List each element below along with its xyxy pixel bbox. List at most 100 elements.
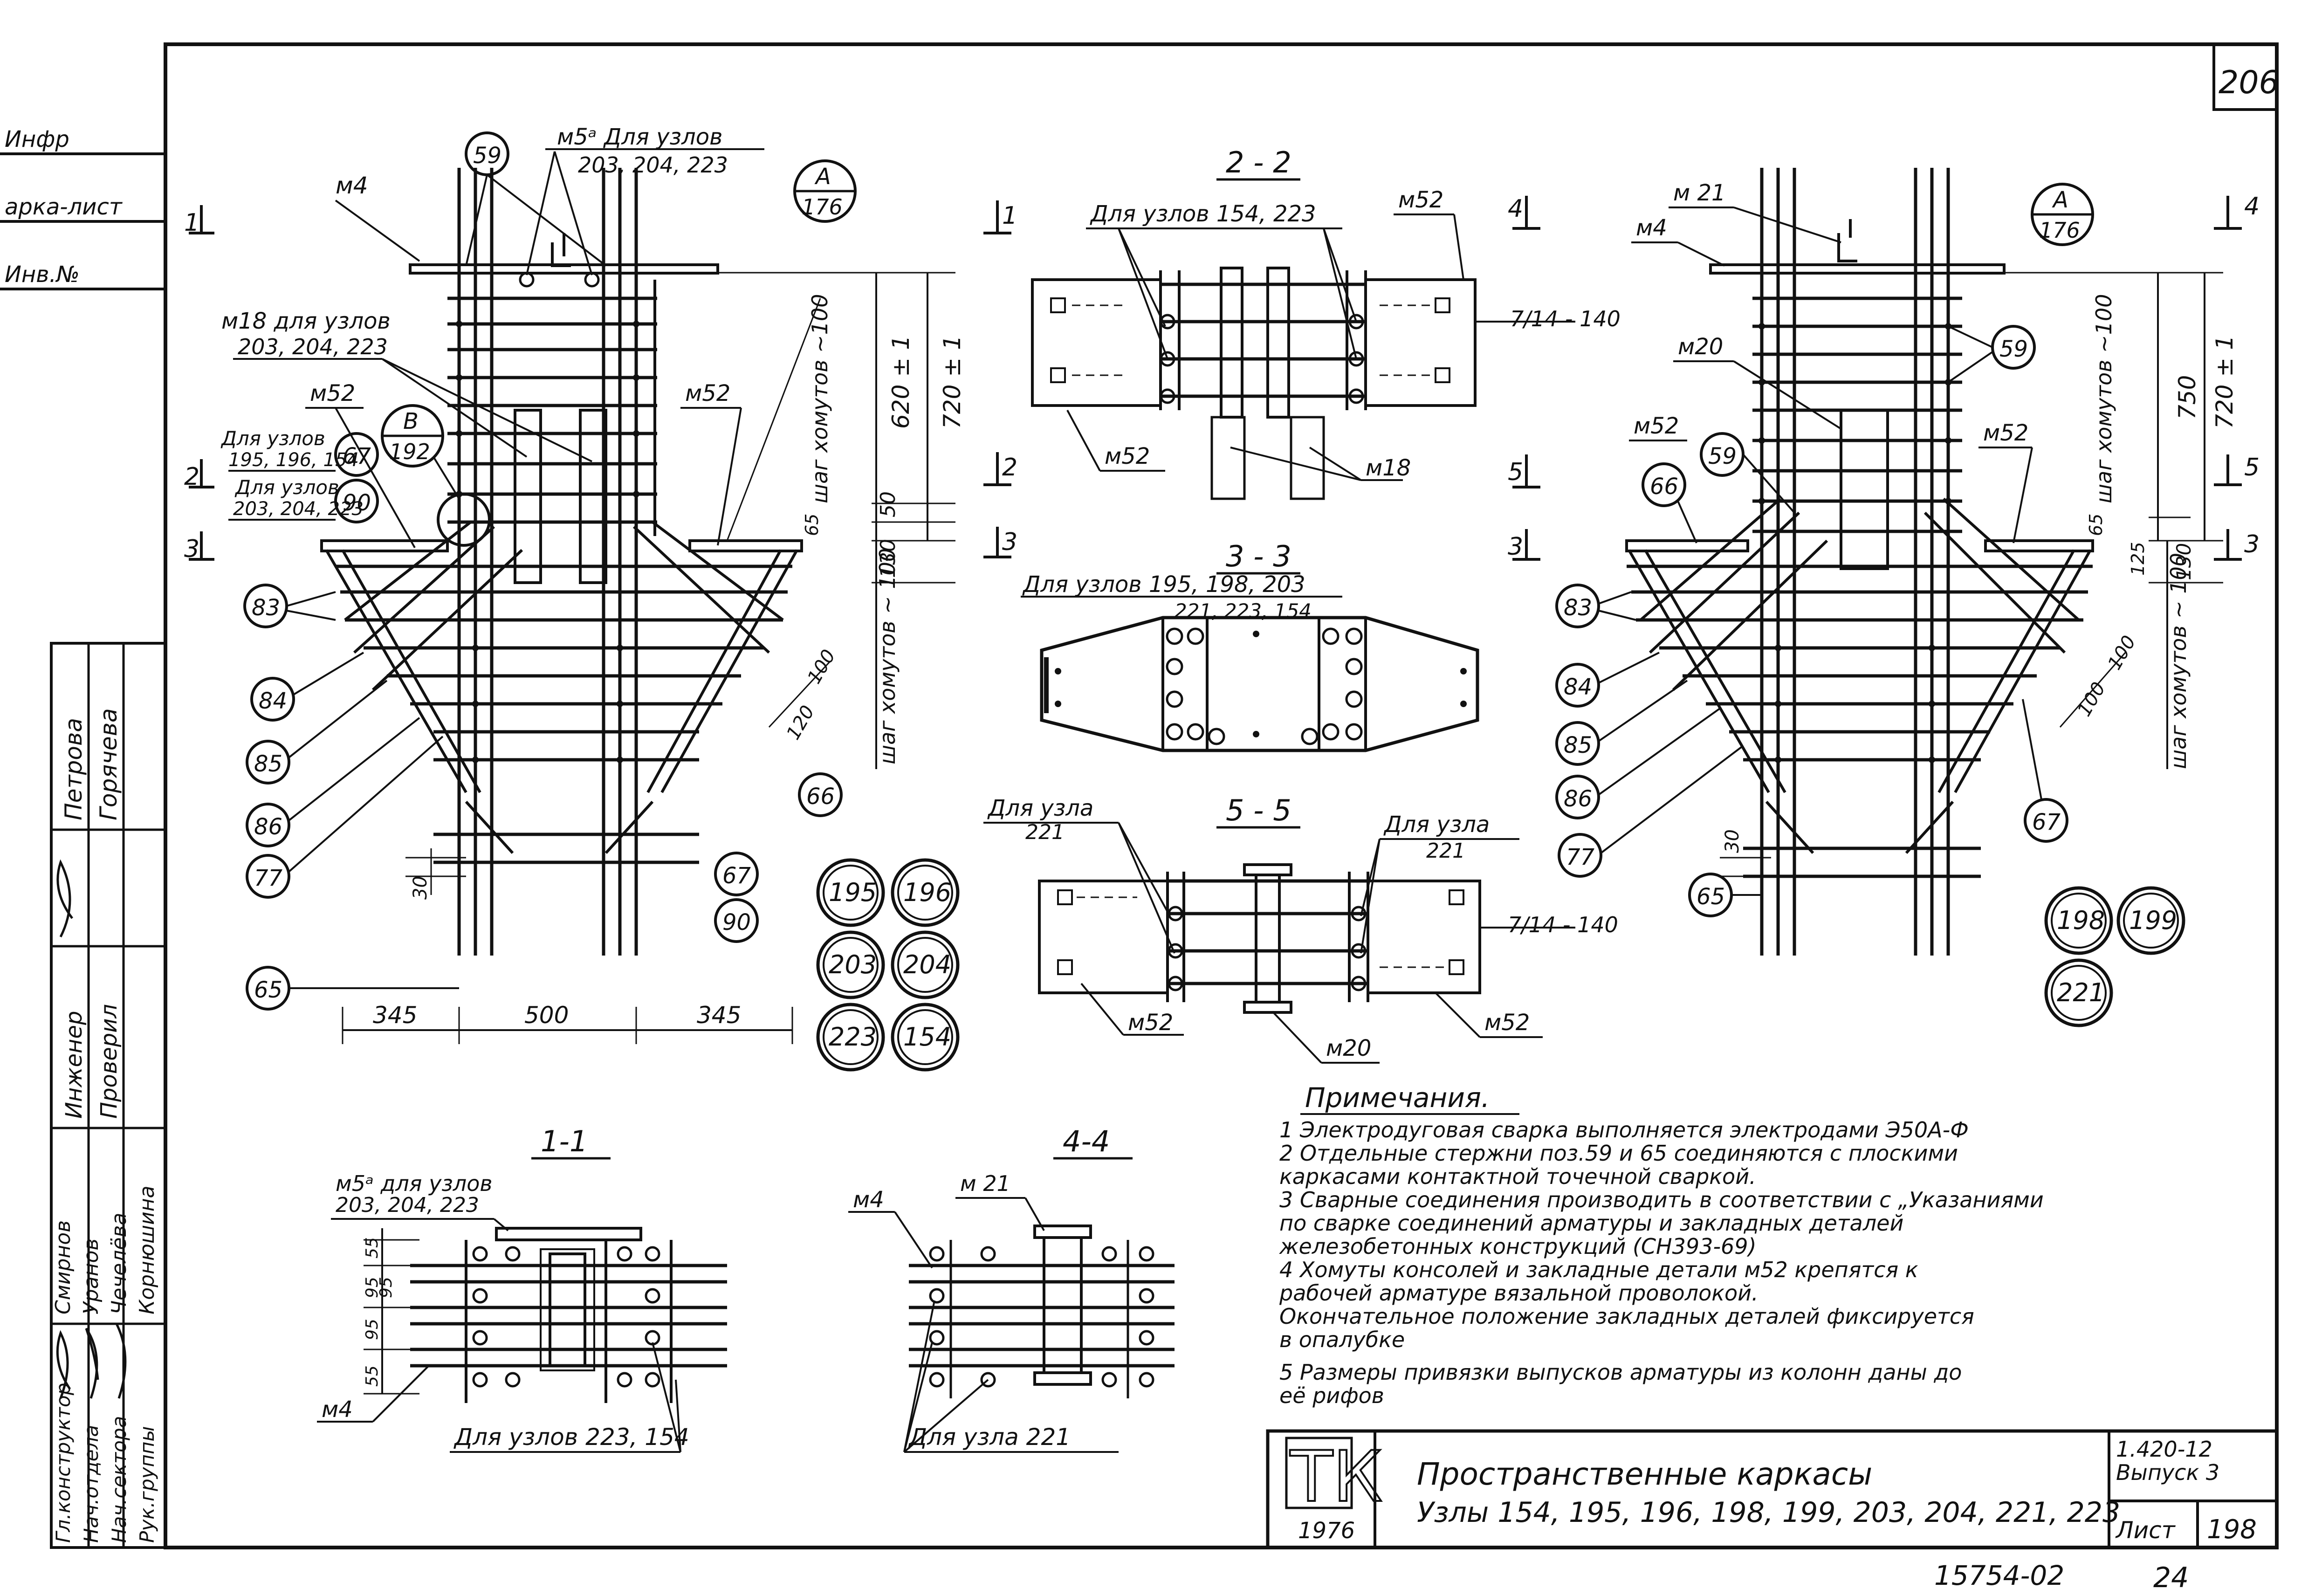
title-year: 1976 — [1298, 1518, 1355, 1544]
sec-5-5-m52-left: м52 — [1128, 1010, 1173, 1036]
left-dims: 620 ± 1 720 ± 1 50 65 130 шаг хомутов ~1… — [342, 272, 966, 1044]
label-m52-left: м52 — [310, 380, 355, 406]
ref-b-bottom: 192 — [389, 439, 430, 464]
node-198: 198 — [2057, 906, 2105, 935]
right-dim-100a: 100 — [2074, 679, 2110, 720]
left-ref-b: В 192 — [381, 404, 460, 500]
left-weld-dots — [456, 321, 639, 763]
sec-5-5-left-node: 221 — [1025, 820, 1065, 844]
label-m18-nodes: 203, 204, 223 — [238, 334, 388, 359]
bottom-number: 24 — [2153, 1562, 2189, 1594]
right-callout-85: 85 — [1564, 732, 1592, 758]
title-block: ТК 1976 Пространственные каркасы Узлы 15… — [1266, 1429, 2279, 1549]
stirrups-bottom: шаг хомутов ~ 100 — [875, 548, 900, 764]
callout-85: 85 — [254, 751, 282, 777]
sec-3-3-title: 3 - 3 — [1226, 539, 1291, 573]
callout-67: 67 — [343, 443, 371, 469]
section-4-4: 4-4 м 21 м4 Для узла 221 — [848, 1124, 1175, 1453]
title-line-2: Узлы 154, 195, 196, 198, 199, 203, 204, … — [1417, 1496, 2120, 1529]
label-nodes-b: 203, 204, 223 — [233, 498, 364, 520]
sec-mark-2-right: 2 — [1002, 454, 1017, 482]
role-bottom-2: Нач.отдела — [80, 1425, 103, 1543]
sec-5-5-m52-right: м52 — [1484, 1010, 1530, 1036]
right-label-m52b: м52 — [1983, 420, 2028, 446]
sec-mark-3-left: 3 — [184, 535, 199, 563]
left-callouts: 59 67 90 83 84 85 86 77 65 66 67 90 — [243, 131, 843, 1011]
callout-59: 59 — [473, 143, 501, 169]
dim-120: 120 — [783, 702, 819, 743]
name-bottom-4: Корнюшина — [135, 1186, 159, 1314]
note-line-7: 4 Хомуты консолей и закладные детали м52… — [1279, 1257, 1918, 1282]
right-dim-30: 30 — [1722, 829, 1743, 853]
right-sec-5-right: 5 — [2244, 454, 2260, 482]
dim-65: 65 — [802, 514, 822, 536]
label-m18: м18 для узлов — [221, 308, 391, 334]
right-callout-84: 84 — [1564, 674, 1592, 700]
signature-3 — [115, 1323, 127, 1399]
dim-bottom-2: 500 — [524, 1002, 569, 1029]
right-label-m20: м20 — [1678, 334, 1723, 360]
left-strip: Инфр арка-лист Инв.№ Петрова Горячева Ин… — [0, 126, 167, 1549]
note-line-11: 5 Размеры привязки выпусков арматуры из … — [1279, 1360, 1962, 1385]
strip-line-1: Инфр — [5, 126, 69, 152]
section-2-2: 2 - 2 Для узлов 154, 223 м52 — [1031, 145, 1621, 500]
right-label-m52a: м52 — [1634, 413, 1679, 439]
sec-1-1-dim-1: 55 — [363, 1237, 382, 1259]
sec-3-3-plate — [1040, 616, 1479, 752]
stirrups-top: шаг хомутов ~100 — [807, 294, 832, 503]
sec-1-1-dim-2: 95 — [363, 1277, 382, 1298]
sec-5-5-left-label: Для узла — [987, 795, 1093, 821]
node-221: 221 — [2057, 978, 2105, 1007]
node-204: 204 — [903, 950, 951, 979]
ref-b-top: В — [403, 408, 419, 434]
strip-line-2: арка-лист — [5, 194, 123, 220]
note-line-1: 1 Электродуговая сварка выполняется элек… — [1279, 1117, 1969, 1142]
notes-block: Примечания. 1 Электродуговая сварка выпо… — [1279, 1082, 2044, 1408]
right-callout-59a: 59 — [1999, 336, 2028, 362]
left-view: 59 67 90 83 84 85 86 77 65 66 67 90 — [184, 124, 1017, 1044]
section-5-5: 5 - 5 Для узла 221 Для узла 221 — [983, 793, 1618, 1064]
notes-title: Примечания. — [1305, 1082, 1490, 1114]
sec-1-1-m5-nodes: 203, 204, 223 — [336, 1193, 479, 1217]
role-bottom-4: Рук.группы — [136, 1426, 158, 1543]
section-3-3: 3 - 3 Для узлов 195, 198, 203 221, 223, … — [1021, 539, 1479, 752]
role-bottom-3: Нач.сектора — [108, 1416, 131, 1543]
signature-4 — [56, 859, 74, 938]
right-stirrups-bottom: шаг хомутов ~ 100 — [2166, 553, 2191, 769]
sec-1-1-m5: м5ᵃ для узлов — [336, 1171, 492, 1196]
right-callout-83: 83 — [1564, 595, 1592, 621]
node-154: 154 — [903, 1022, 951, 1052]
title-sheet-number: 198 — [2207, 1514, 2257, 1545]
sec-mark-2-left: 2 — [184, 463, 199, 491]
right-diagonals — [1628, 497, 2092, 854]
note-line-5: по сварке соединений арматуры и закладны… — [1279, 1211, 1903, 1236]
right-callout-86: 86 — [1564, 786, 1592, 812]
note-line-4: 3 Сварные соединения производить в соотв… — [1279, 1187, 2044, 1212]
sec-1-1-bottom: Для узлов 223, 154 — [453, 1424, 689, 1451]
note-line-10: в опалубке — [1279, 1327, 1405, 1352]
right-view: А 176 59 59 66 83 84 85 86 77 65 67 — [1508, 168, 2260, 956]
right-dim-720: 720 ± 1 — [2211, 335, 2238, 429]
right-stirrups — [1627, 296, 2093, 878]
node-circles-left: 195 196 203 204 223 154 — [816, 858, 960, 1072]
node-196: 196 — [903, 878, 951, 907]
sec-5-5-m20: м20 — [1326, 1035, 1371, 1061]
label-nodes-b-title: Для узлов — [234, 476, 339, 499]
node-203: 203 — [829, 950, 877, 979]
note-line-3: каркасами контактной точечной сваркой. — [1279, 1164, 1756, 1189]
strip-line-3: Инв.№ — [5, 261, 80, 288]
note-line-8: рабочей арматуре вязальной проволокой. — [1279, 1280, 1759, 1306]
right-sec-3-left: 3 — [1508, 533, 1523, 561]
sec-4-4-m21: м 21 — [960, 1171, 1010, 1196]
sec-2-2-nodes: Для узлов 154, 223 — [1090, 201, 1316, 227]
callout-86: 86 — [254, 814, 282, 840]
ref-a-top: А — [814, 164, 831, 190]
callout-65: 65 — [254, 977, 282, 1003]
sec-5-5-title: 5 - 5 — [1226, 793, 1291, 827]
dim-30: 30 — [410, 876, 431, 900]
label-nodes-a: 195, 196, 154 — [228, 449, 359, 471]
title-series: 1.420-12 — [2116, 1437, 2212, 1462]
label-m52-right: м52 — [685, 380, 730, 406]
dim-50: 50 — [876, 491, 900, 517]
